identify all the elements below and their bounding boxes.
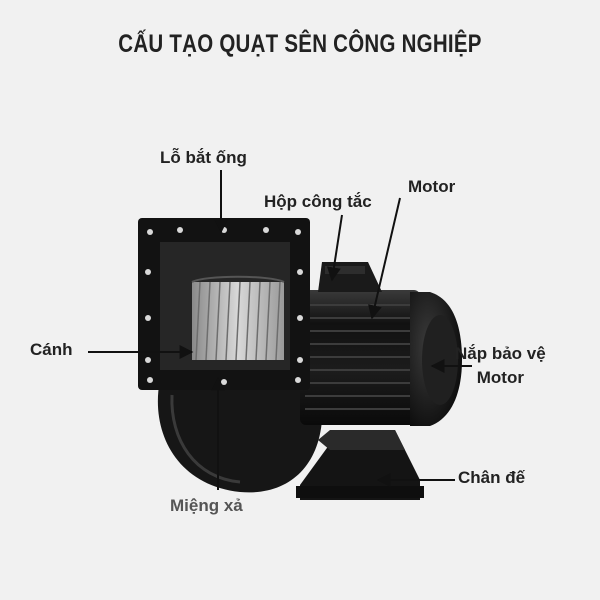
arrow-hop-cong-tac [326,214,343,282]
label-nap-bao-ve-line2: Motor [476,368,524,387]
base-stand [296,430,424,500]
label-nap-bao-ve-line1: Nắp bảo vệ [455,344,546,363]
motor-body [300,262,420,425]
label-canh: Cánh [30,340,73,359]
label-hop-cong-tac: Hộp công tắc [264,192,372,211]
impeller [191,275,285,361]
volute-housing [157,360,322,493]
pointer-arrows [88,170,472,490]
label-mieng-xa: Miệng xả [170,496,243,515]
label-chan-de: Chân đế [458,468,526,487]
label-lo-bat-ong: Lỗ bắt ống [160,148,247,167]
arrow-motor [368,197,401,320]
label-nap-bao-ve-motor: Nắp bảo vệ Motor [455,342,546,390]
diagram-title: CẤU TẠO QUẠT SÊN CÔNG NGHIỆP [118,30,482,58]
label-motor: Motor [408,177,456,196]
